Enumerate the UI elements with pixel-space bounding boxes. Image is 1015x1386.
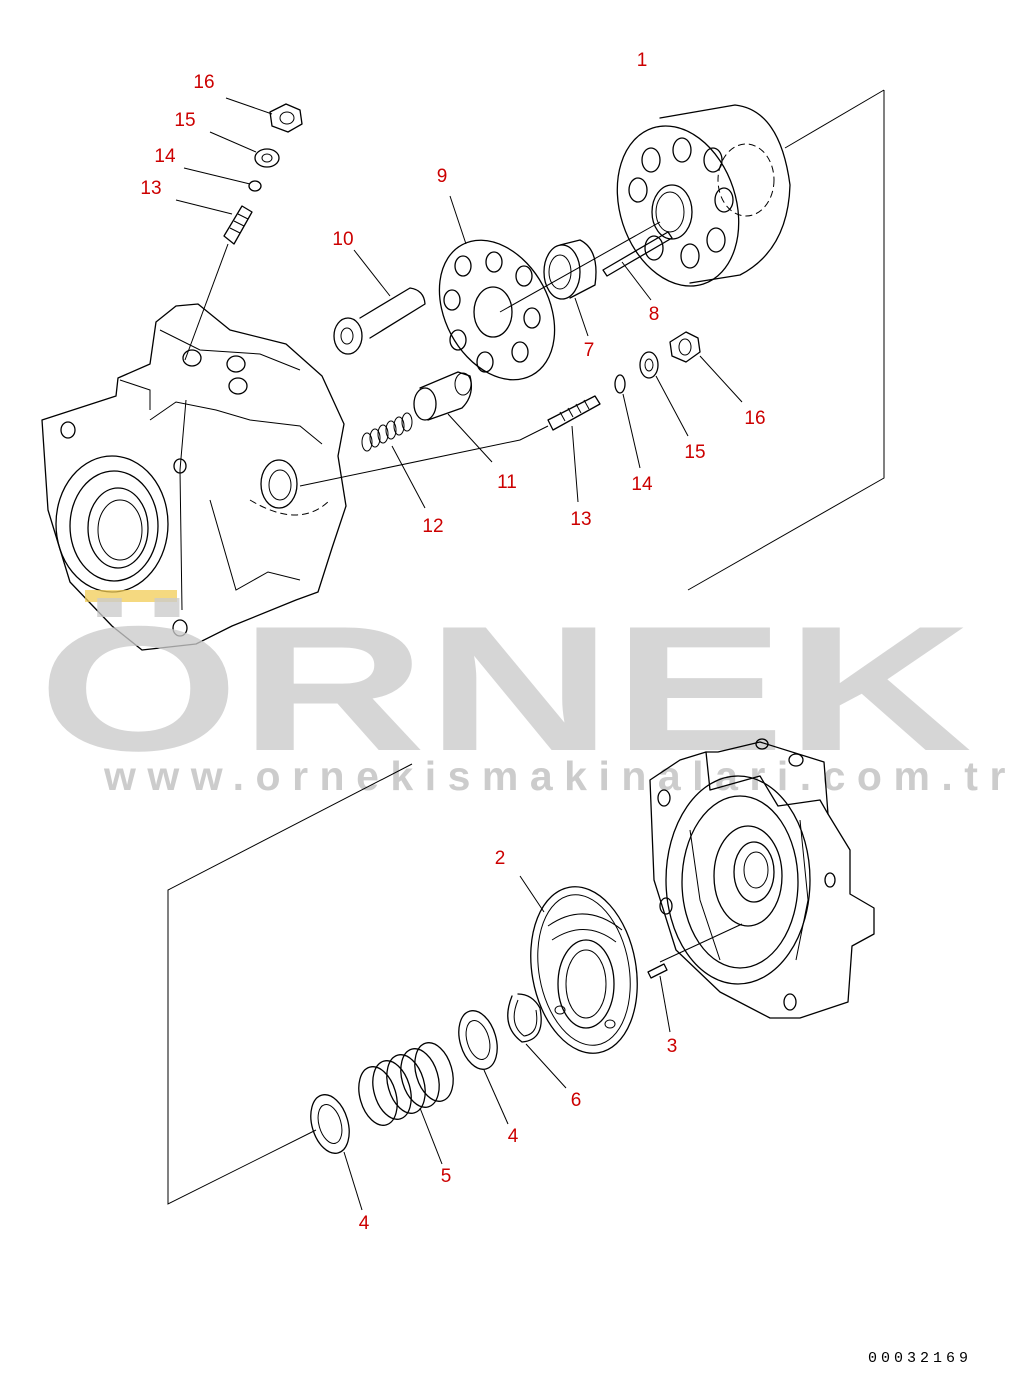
cylinder-block [616,104,791,287]
callouts: 1 16 15 14 13 9 10 7 8 16 15 14 11 12 13… [140,50,765,1234]
o-ring-left [183,167,262,192]
rear-housing [649,738,875,1019]
spline-bushing [543,239,597,337]
callout-9: 9 [437,166,448,187]
nut-right [669,331,743,403]
callout-7: 7 [584,340,595,361]
callout-14-lower: 14 [631,474,653,495]
callout-14-upper: 14 [154,146,176,167]
pin [602,231,673,301]
callout-4-upper: 4 [508,1126,519,1147]
callout-16-lower: 16 [744,408,765,429]
callout-10: 10 [332,229,353,250]
watermark-url: www.ornekismakinalari.com.tr [103,753,1015,799]
callout-12: 12 [422,516,443,537]
spring-seat-left [310,1094,363,1211]
callout-4-lower: 4 [359,1213,370,1234]
spring-seat-right [458,1010,509,1125]
adjusting-screw-right [299,395,601,503]
callout-5: 5 [441,1166,452,1187]
spring [361,412,426,509]
washer-left [209,131,280,168]
nut-left [225,97,303,133]
piston [333,249,426,355]
callout-15-upper: 15 [174,110,195,131]
callout-13-upper: 13 [140,178,161,199]
callout-3: 3 [667,1036,678,1057]
spring-guide [413,371,493,463]
callout-2: 2 [495,848,506,869]
callout-11: 11 [497,472,517,493]
watermark-brand: ÖRNEK [38,589,972,788]
watermark: ÖRNEK www.ornekismakinalari.com.tr [38,589,1015,799]
callout-13-lower: 13 [570,509,591,530]
callout-6: 6 [571,1090,582,1111]
compression-spring [358,1042,454,1165]
valve-plate [519,875,638,1054]
callout-1: 1 [637,50,648,71]
callout-8: 8 [649,304,660,325]
o-ring-right [614,374,641,469]
retainer-plate [438,195,556,381]
adjusting-screw-left [175,199,253,361]
upper-frame-lines [499,89,885,591]
drawing-number: 00032169 [868,1350,972,1367]
snap-ring [507,993,567,1089]
callout-16-upper: 16 [193,72,214,93]
callout-15-lower: 15 [684,442,705,463]
watermark-accent-bar [85,590,177,602]
lower-frame-lines [167,763,743,1205]
dowel-pin [647,963,671,1033]
washer-right [639,351,689,437]
